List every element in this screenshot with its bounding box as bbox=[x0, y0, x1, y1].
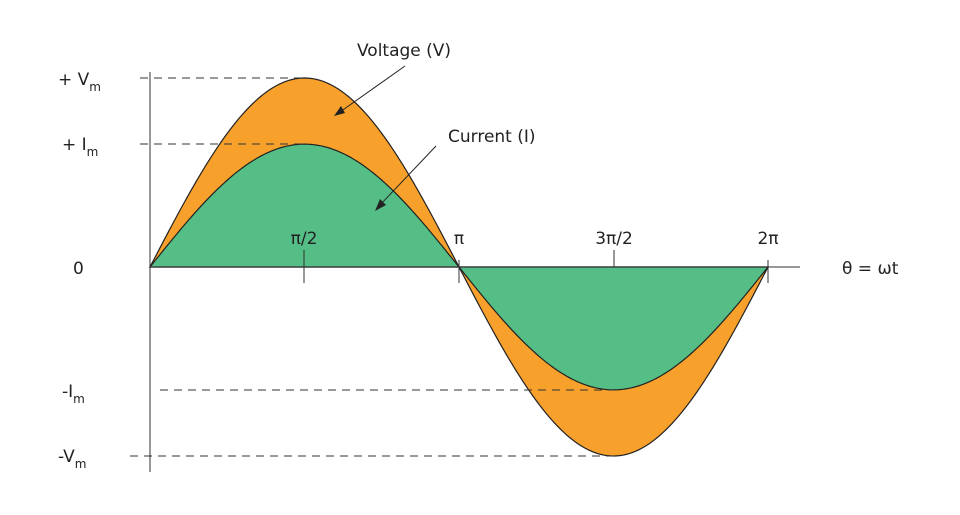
label-vm-neg: -Vm bbox=[58, 447, 86, 471]
tick-label-2pi: 2π bbox=[757, 229, 778, 249]
voltage-annotation: Voltage (V) bbox=[357, 41, 451, 61]
label-im-neg: -Im bbox=[62, 382, 85, 406]
label-im-pos: + Im bbox=[62, 135, 98, 159]
tick-label-3pi-half: 3π/2 bbox=[595, 229, 633, 249]
voltage-arrow bbox=[339, 65, 406, 113]
tick-label-pi: π bbox=[454, 229, 464, 249]
current-arrowhead bbox=[375, 199, 386, 211]
current-arrow bbox=[379, 145, 437, 206]
current-annotation: Current (I) bbox=[448, 127, 536, 147]
label-zero: 0 bbox=[73, 259, 84, 279]
tick-label-pi-half: π/2 bbox=[291, 229, 318, 249]
voltage-arrowhead bbox=[334, 106, 345, 116]
label-vm-pos: + Vm bbox=[58, 70, 101, 94]
x-axis-label: θ = ωt bbox=[842, 259, 899, 279]
